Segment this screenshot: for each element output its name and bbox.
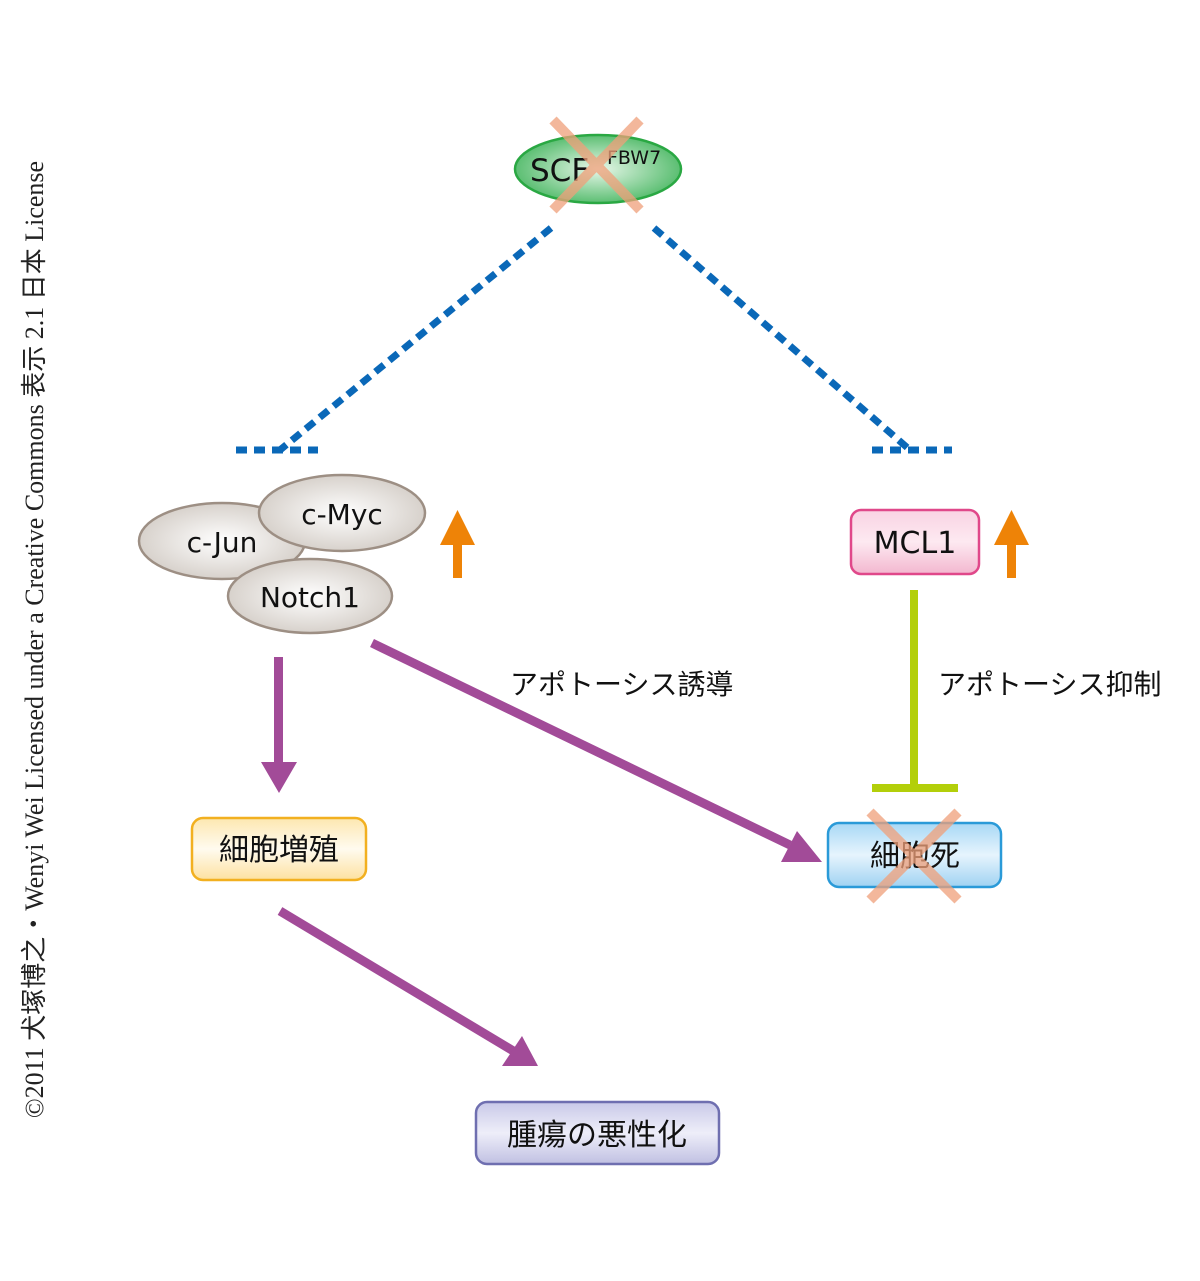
tumor-malignancy-label: 腫瘍の悪性化 [507, 1118, 687, 1153]
apoptosis-inhibition-label: アポトーシス抑制 [938, 668, 1161, 701]
increase-arrow-left-icon [440, 510, 475, 578]
scf-cross-mark-icon [549, 116, 644, 214]
scf-superscript: FBW7 [607, 147, 661, 169]
notch1-node: Notch1 [226, 557, 394, 635]
cell-death-cross-mark-icon [866, 808, 962, 904]
cell-proliferation-node: 細胞増殖 [190, 816, 368, 882]
arrow-to-malignancy [277, 907, 538, 1066]
inhibition-line-right [651, 225, 952, 454]
mcl1-node: MCL1 [849, 508, 981, 576]
mcl1-label: MCL1 [874, 526, 957, 561]
arrow-to-cell-death [370, 638, 822, 862]
cell-proliferation-label: 細胞増殖 [219, 833, 339, 868]
tumor-malignancy-node: 腫瘍の悪性化 [474, 1100, 721, 1166]
inhibition-line-left [236, 225, 554, 454]
cmyc-node: c-Myc [257, 473, 427, 553]
cjun-label: c-Jun [187, 526, 258, 559]
arrow-to-proliferation [261, 657, 297, 793]
notch1-label: Notch1 [260, 581, 360, 614]
increase-arrow-right-icon [994, 510, 1029, 578]
cmyc-label: c-Myc [301, 498, 383, 531]
apoptosis-induction-label: アポトーシス誘導 [510, 668, 733, 701]
inhibition-bar-mcl1 [872, 590, 958, 792]
